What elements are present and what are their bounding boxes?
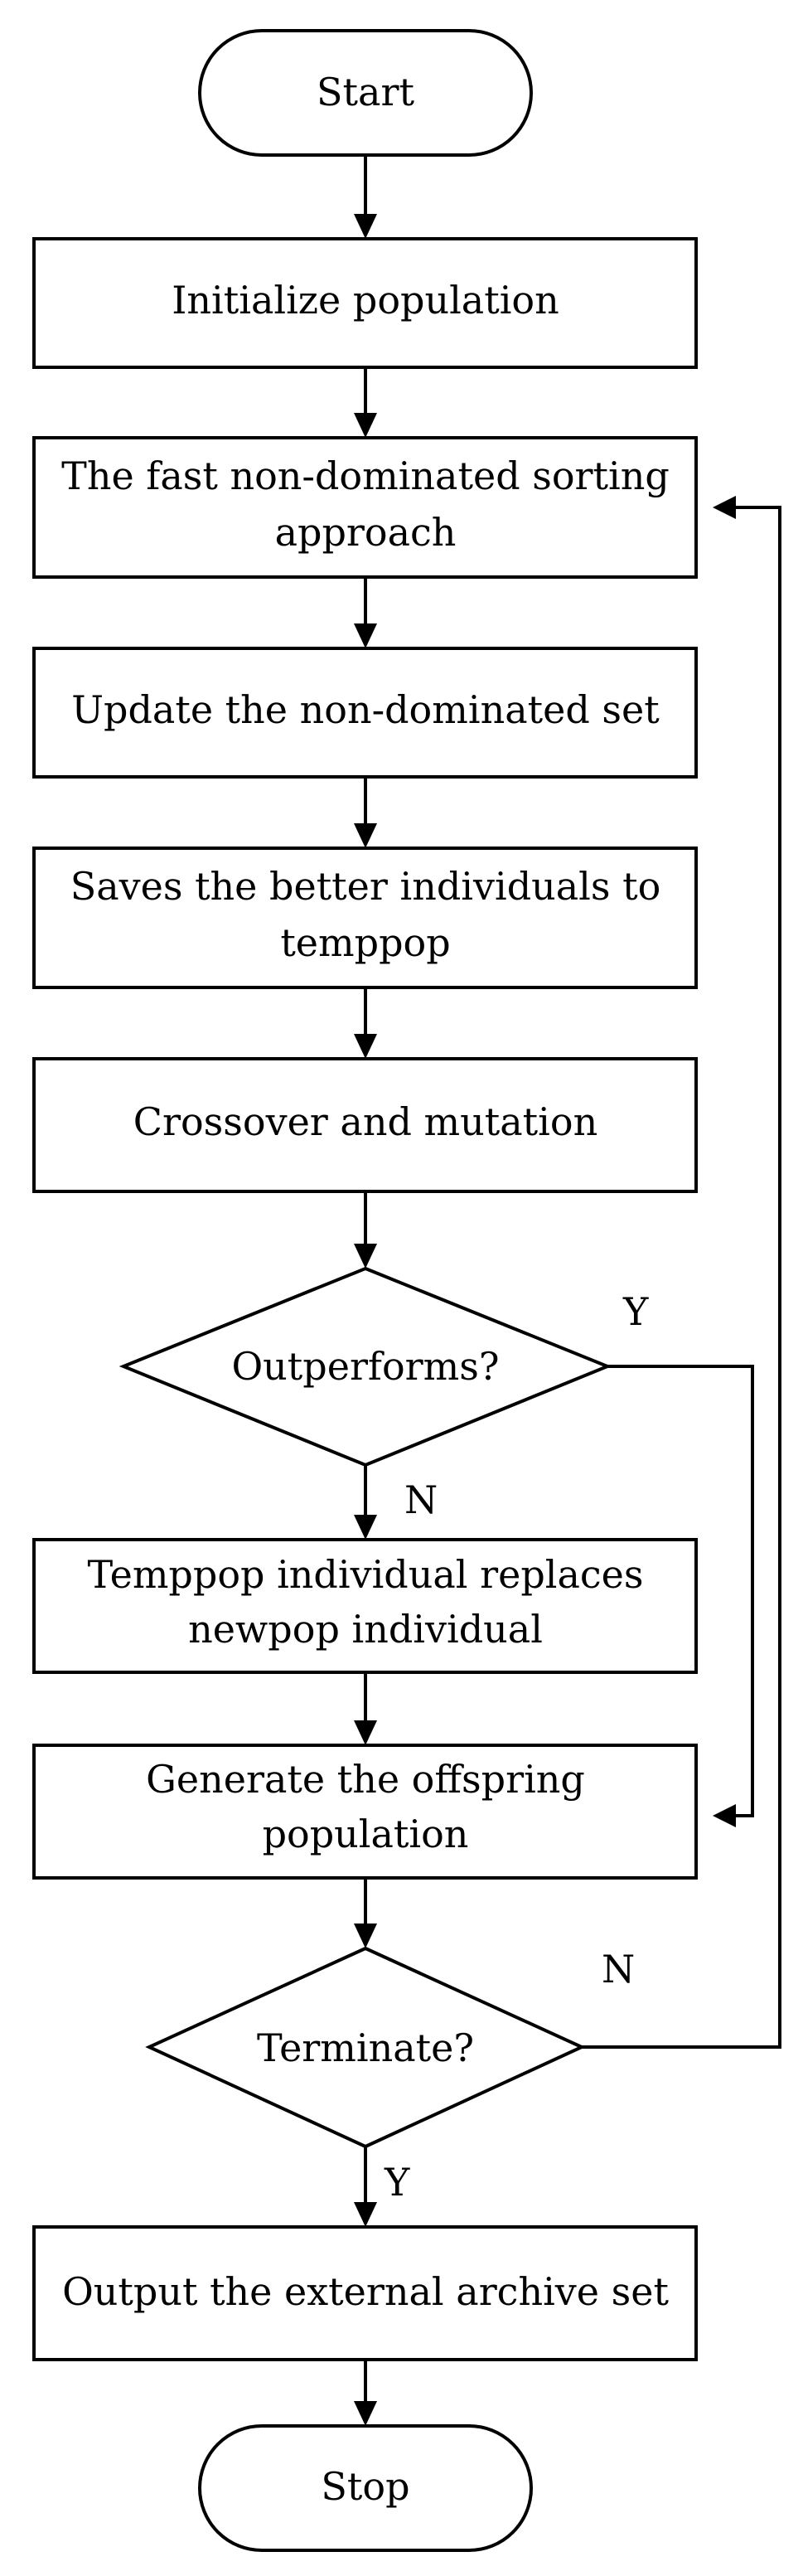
arrowhead: [354, 1034, 377, 1059]
start-node: Start: [198, 29, 533, 157]
sorting-node: The fast non-dominated sorting approach: [32, 436, 698, 579]
terminate-decision: Terminate?: [145, 1946, 586, 2149]
stop-text: Stop: [321, 2464, 409, 2509]
arrowhead: [354, 413, 377, 438]
initialize-text: Initialize population: [172, 278, 559, 323]
arrowhead: [354, 2401, 377, 2426]
update-shape: [32, 647, 698, 779]
arrowhead: [354, 214, 377, 239]
crossover-text: Crossover and mutation: [133, 1099, 597, 1144]
arrowhead: [354, 1244, 377, 1269]
output-node: Output the external archive set: [32, 2225, 698, 2361]
output-text: Output the external archive set: [62, 2269, 669, 2314]
stop-node: Stop: [198, 2424, 533, 2552]
arrowhead: [354, 2202, 377, 2227]
arrow-outperforms-yes-to-generate: [607, 1365, 754, 1817]
arrowhead: [354, 823, 377, 848]
generate-node: Generate the offspring population: [32, 1744, 698, 1880]
arrowhead: [354, 1515, 377, 1540]
start-text: Start: [317, 70, 414, 114]
saves-text-line2: temppop: [280, 920, 450, 965]
generate-text-line2: population: [263, 1812, 469, 1856]
outperforms-decision: Outperforms?: [119, 1266, 612, 1467]
initialize-shape: [32, 237, 698, 369]
outperforms-yes-label: Y: [622, 1289, 649, 1334]
saves-text-line1: Saves the better individuals to: [70, 864, 661, 909]
outperforms-no-label: N: [404, 1477, 438, 1522]
sorting-text-line2: approach: [275, 510, 457, 555]
arrow-terminate-no-to-sorting: [582, 506, 781, 2049]
outperforms-text: Outperforms?: [231, 1344, 499, 1389]
generate-shape: [32, 1744, 698, 1880]
arrowhead: [354, 1924, 377, 1948]
arrowhead: [713, 496, 736, 519]
generate-text-line1: Generate the offspring: [146, 1757, 585, 1802]
terminate-no-label: N: [602, 1947, 635, 1991]
sorting-text-line1: The fast non-dominated sorting: [61, 454, 670, 498]
saves-shape: [32, 847, 698, 989]
crossover-shape: [32, 1057, 698, 1193]
replace-node: Temppop individual replaces newpop indiv…: [32, 1538, 698, 1674]
replace-text-line2: newpop individual: [188, 1607, 543, 1652]
replace-text-line1: Temppop individual replaces: [87, 1552, 643, 1597]
terminate-yes-label: Y: [384, 2160, 410, 2205]
saves-node: Saves the better individuals to temppop: [32, 847, 698, 989]
output-shape: [32, 2225, 698, 2361]
arrowhead: [354, 1720, 377, 1745]
arrowhead: [354, 623, 377, 648]
stop-shape: [198, 2424, 533, 2552]
update-node: Update the non-dominated set: [32, 647, 698, 779]
initialize-node: Initialize population: [32, 237, 698, 369]
arrowhead: [713, 1804, 736, 1827]
terminate-text: Terminate?: [257, 2025, 474, 2070]
update-text: Update the non-dominated set: [71, 687, 660, 732]
crossover-node: Crossover and mutation: [32, 1057, 698, 1193]
